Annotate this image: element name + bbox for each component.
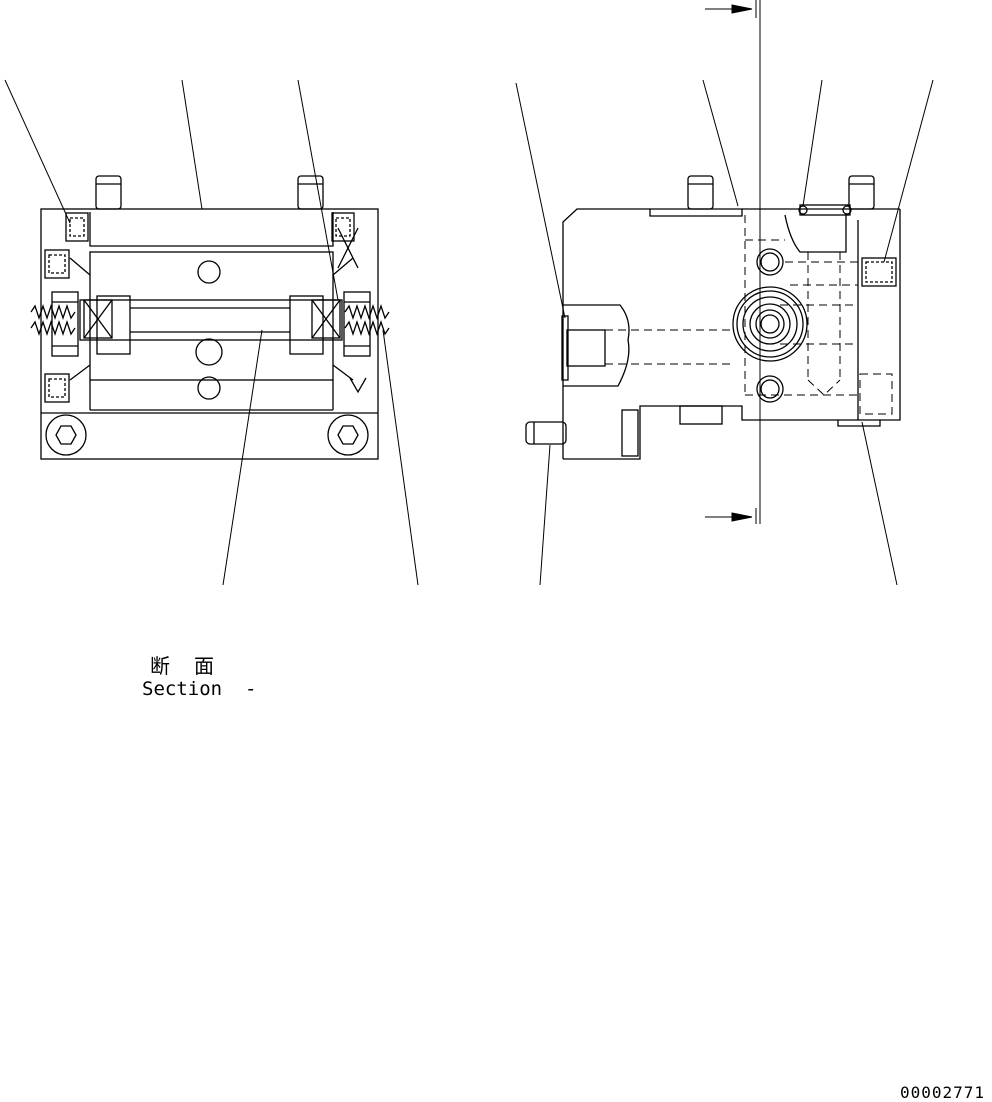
- right-spring: [344, 303, 390, 321]
- section-label-jp: 断 面: [150, 654, 221, 678]
- bottom-pin: [525, 421, 567, 445]
- right-side-view: [525, 175, 901, 460]
- right-leader-lines: [515, 79, 934, 586]
- left-stud: [297, 175, 324, 210]
- left-stud: [95, 175, 122, 210]
- left-spring: [30, 303, 76, 321]
- drawing-number: 00002771: [900, 1083, 986, 1102]
- section-label-en: Section -: [142, 678, 257, 700]
- left-leader-lines: [4, 79, 419, 586]
- spool: [79, 299, 343, 341]
- section-cut-line: [705, 0, 761, 524]
- left-section-view: [30, 175, 390, 460]
- hidden-lines: [605, 215, 893, 415]
